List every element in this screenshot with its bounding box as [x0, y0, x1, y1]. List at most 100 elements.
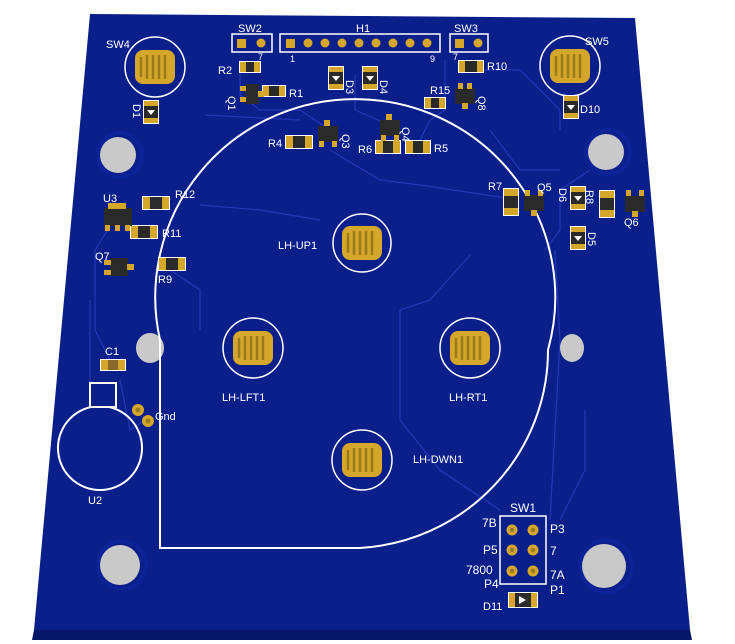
resistor-r8 [599, 190, 615, 218]
label-sw1-p3: P3 [550, 522, 565, 536]
label-sw4: SW4 [106, 39, 130, 51]
diode-d5 [570, 226, 586, 250]
label-r5: R5 [434, 143, 448, 155]
smd-parts [100, 60, 645, 608]
label-sw1: SW1 [510, 501, 536, 515]
resistor-r15 [424, 97, 446, 109]
label-r15: R15 [430, 85, 450, 97]
resistor-r6 [375, 140, 401, 154]
label-r8: R8 [583, 190, 595, 204]
transistor-q3 [318, 120, 338, 147]
transistor-q6 [625, 190, 645, 217]
label-sw1-7800: 7800 [466, 563, 493, 577]
label-sw1-p4: P4 [484, 577, 499, 591]
resistor-r11 [130, 225, 158, 239]
label-q8: Q8 [475, 96, 487, 111]
label-r10: R10 [487, 61, 507, 73]
switch-sw1 [499, 515, 547, 585]
label-q6: Q6 [624, 217, 639, 229]
label-gnd: Gnd [155, 411, 176, 423]
diode-d6 [570, 186, 586, 210]
label-q5: Q5 [537, 182, 552, 194]
label-sw5: SW5 [585, 36, 609, 48]
label-q1: Q1 [225, 96, 237, 111]
resistor-r2 [239, 61, 261, 73]
transistor-q7 [104, 258, 134, 276]
label-r7: R7 [488, 181, 502, 193]
label-sw1-7b: 7B [482, 516, 497, 530]
diode-d3 [328, 66, 344, 90]
header-h1 [279, 33, 441, 53]
label-r6: R6 [358, 144, 372, 156]
silkscreen-labels: SW2 H1 SW3 SW4 SW5 1 9 7 7 R1 R2 R4 R5 R… [88, 23, 639, 613]
label-d6: D6 [556, 188, 568, 202]
label-q3: Q3 [339, 134, 351, 149]
regulator-u3 [104, 203, 132, 231]
resistor-r12 [142, 196, 170, 210]
ldr-sw4 [124, 36, 186, 98]
label-q7: Q7 [95, 251, 110, 263]
capacitor-c1 [100, 359, 126, 371]
label-d3: D3 [343, 80, 355, 94]
u2-tab [89, 382, 117, 408]
ldr-lh-up1 [332, 213, 392, 273]
transistor-q1 [240, 84, 264, 104]
label-lh-up1: LH-UP1 [278, 240, 317, 252]
label-r1: R1 [289, 88, 303, 100]
mounting-holes [96, 128, 634, 594]
label-sw1-p5: P5 [483, 543, 498, 557]
label-d5: D5 [585, 232, 597, 246]
header-sw3 [449, 33, 489, 53]
label-c1: C1 [105, 346, 119, 358]
label-sw3: SW3 [454, 23, 478, 35]
label-lh-lft1: LH-LFT1 [222, 392, 265, 404]
transistor-q5 [524, 190, 544, 216]
transistor-q4 [380, 114, 400, 141]
ldr-sensors [124, 35, 601, 491]
label-sw1-p1: P1 [550, 583, 565, 597]
resistor-r7 [503, 188, 519, 216]
diode-d10 [563, 95, 579, 119]
label-h1-pin-1: 1 [290, 54, 295, 64]
label-lh-rt1: LH-RT1 [449, 392, 487, 404]
label-r11: R11 [162, 228, 181, 240]
ldr-lh-dwn1 [331, 429, 393, 491]
label-u2: U2 [88, 495, 102, 507]
pcb-board-outline [34, 14, 690, 630]
resistor-r10 [458, 60, 484, 73]
label-sw2: SW2 [238, 23, 262, 35]
label-r2: R2 [218, 65, 232, 77]
label-d10: D10 [580, 104, 600, 116]
joystick-outline [154, 98, 557, 549]
transistor-q8 [455, 83, 475, 109]
resistor-r4 [285, 135, 313, 149]
label-u3: U3 [103, 193, 117, 205]
ldr-lh-rt1 [439, 317, 501, 379]
diode-d11 [508, 592, 538, 608]
label-sw2-7: 7 [258, 52, 263, 62]
label-r12: R12 [175, 189, 195, 201]
label-r4: R4 [268, 138, 282, 150]
label-d11: D11 [483, 601, 502, 613]
label-d4: D4 [377, 80, 389, 94]
diode-d4 [362, 66, 378, 90]
ldr-lh-lft1 [222, 317, 284, 379]
label-lh-dwn1: LH-DWN1 [413, 454, 463, 466]
label-r9: R9 [158, 274, 172, 286]
label-h1-pin-9: 9 [430, 54, 435, 64]
label-sw1-7a: 7A [550, 568, 565, 582]
diode-d1 [143, 100, 159, 124]
hole-mid-right [560, 334, 584, 362]
resistor-r9 [158, 257, 186, 271]
label-h1: H1 [356, 23, 370, 35]
label-sw1-7: 7 [550, 544, 557, 558]
label-sw3-7: 7 [453, 52, 458, 62]
header-sw2 [231, 33, 273, 53]
hole-mid-left [136, 333, 164, 363]
resistor-r5 [405, 140, 431, 154]
copper-traces [89, 60, 591, 521]
resistor-r1 [262, 85, 286, 97]
label-d1: D1 [130, 104, 142, 118]
